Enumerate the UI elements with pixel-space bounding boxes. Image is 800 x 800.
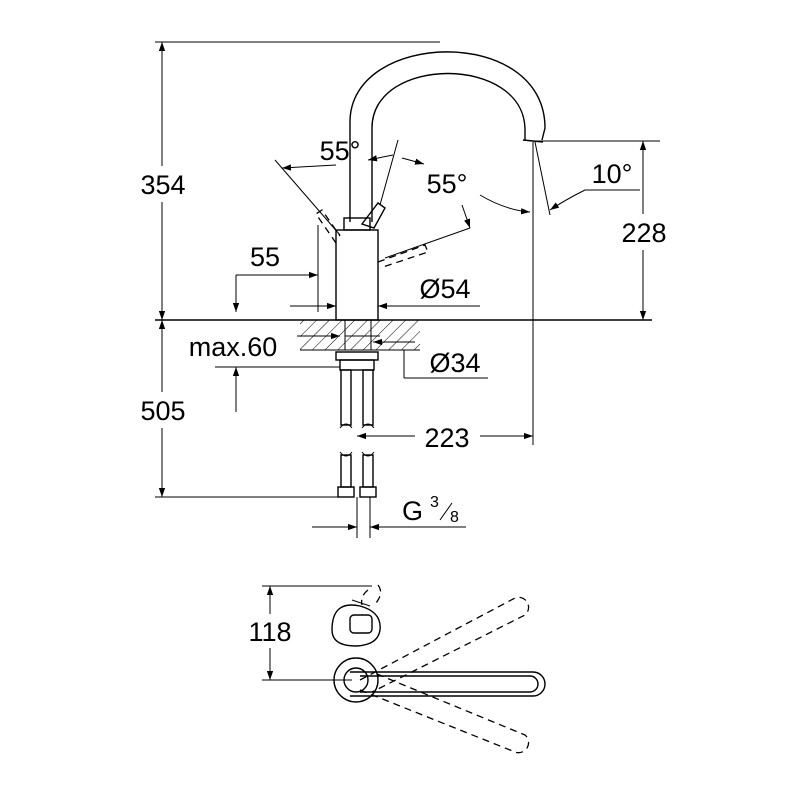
label-55-deg-left: 55° [320, 136, 361, 166]
countertop [155, 319, 652, 351]
label-dia-34: Ø34 [429, 348, 480, 378]
dim-angle-right: 55° [384, 169, 471, 259]
lever-handle [360, 202, 386, 229]
label-505: 505 [140, 396, 185, 426]
dim-total-height: 354 [128, 41, 440, 320]
dim-hole-diameter: Ø34 [345, 335, 488, 379]
label-118: 118 [248, 617, 291, 647]
lever-swing-lines [315, 209, 429, 269]
label-55: 55 [250, 242, 280, 272]
label-thread-den: 8 [450, 509, 459, 526]
dim-spout-height: 228 [530, 140, 678, 320]
dim-top-depth: 118 [238, 585, 372, 681]
top-view: 118 [238, 584, 546, 754]
label-55-deg-right: 55° [427, 169, 468, 199]
shank-and-hoses [335, 319, 379, 498]
dim-hose-length: 505 [128, 320, 345, 498]
label-354: 354 [140, 170, 185, 200]
label-223: 223 [424, 423, 469, 453]
dim-thread: G 3 8 [312, 494, 466, 538]
label-thread-g: G [402, 496, 423, 526]
lever-top [331, 599, 381, 647]
dim-spout-reach: 223 [357, 312, 534, 453]
label-228: 228 [621, 218, 666, 248]
dim-max-thickness: max.60 [189, 332, 340, 412]
dim-body-diameter: Ø54 [290, 274, 480, 310]
tap-body [335, 217, 379, 321]
label-dia-54: Ø54 [419, 274, 470, 304]
dim-angle-left: 55° [274, 136, 425, 236]
label-thread-num: 3 [430, 494, 439, 511]
spout-top [350, 671, 546, 697]
dim-spout-angle: 10° [479, 141, 640, 312]
label-max-60: max.60 [189, 332, 278, 362]
side-view: 354 505 228 10° [128, 41, 678, 538]
label-10-deg: 10° [592, 159, 633, 189]
body-top-circle [333, 657, 379, 703]
spout-swing-positions [359, 584, 530, 754]
dim-lever-offset: 55 [232, 225, 319, 312]
